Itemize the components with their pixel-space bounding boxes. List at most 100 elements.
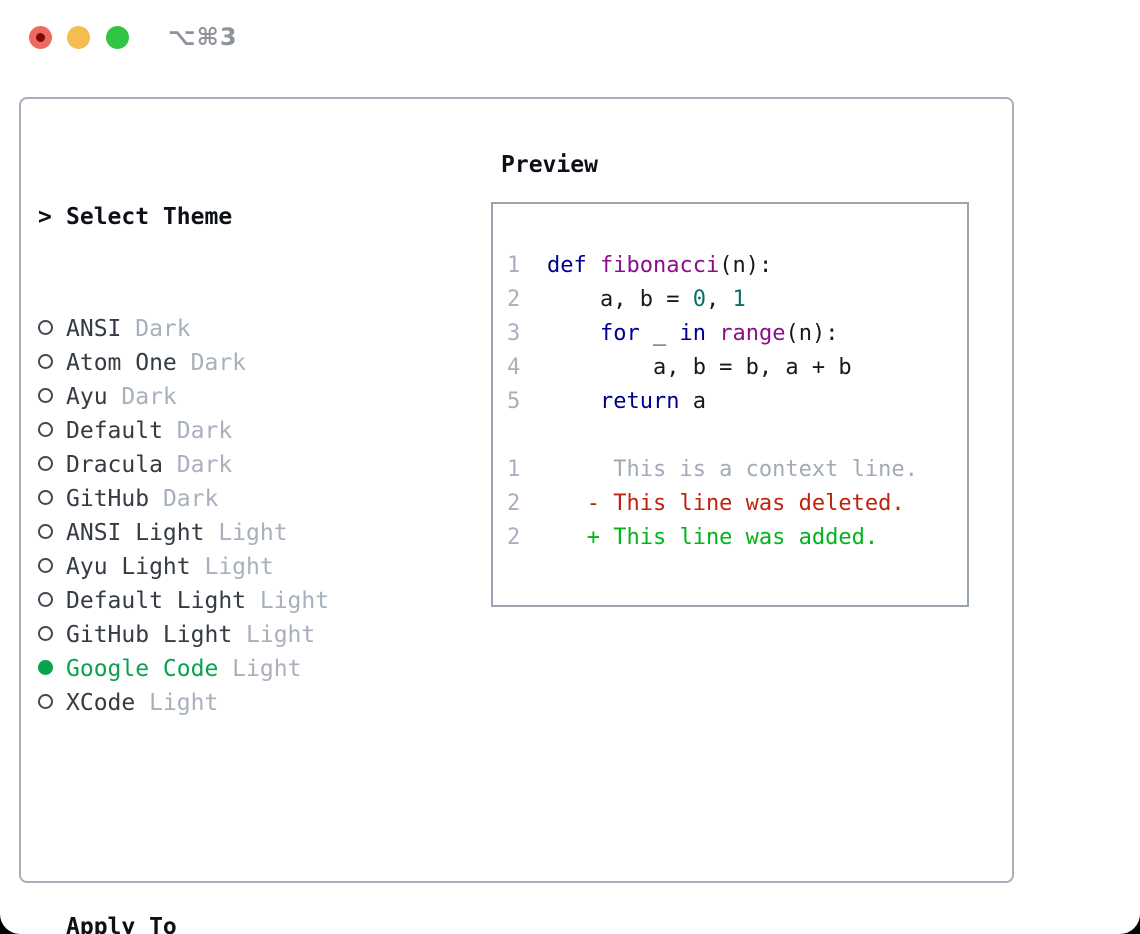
theme-variant: Light [246, 588, 330, 614]
theme-option-ansi-dark[interactable]: ANSI Dark [38, 312, 426, 346]
preview-heading-row: Preview [501, 148, 598, 182]
zoom-button[interactable] [106, 26, 129, 49]
code-segment-pln [547, 389, 600, 414]
outline-circle-icon [38, 354, 53, 369]
code-segment-del: - This line was deleted. [547, 491, 905, 516]
theme-option-xcode-light[interactable]: XCode Light [38, 686, 426, 720]
filled-circle-icon [38, 660, 53, 675]
code-segment-lit: 0 [692, 287, 706, 312]
theme-variant: Dark [107, 384, 177, 410]
code-line: 1 def fibonacci(n): [507, 249, 967, 283]
theme-name: Default [66, 418, 163, 444]
line-number: 1 [507, 457, 521, 482]
code-segment-kwd: def [547, 253, 587, 278]
theme-name: ANSI Light [66, 520, 205, 546]
theme-variant: Light [204, 520, 288, 546]
outline-circle-icon [38, 456, 53, 471]
theme-variant: Dark [121, 316, 191, 342]
code-segment-pln: _ [639, 321, 680, 346]
code-segment-add: + This line was added. [547, 525, 879, 550]
theme-option-ayu-light-light[interactable]: Ayu Light Light [38, 550, 426, 584]
theme-name: Ayu Light [66, 554, 191, 580]
code-segment-pln: (n): [719, 253, 773, 278]
diff-line: 2 + This line was added. [507, 521, 967, 555]
code-segment-pln [587, 253, 600, 278]
outline-circle-icon [38, 320, 53, 335]
radio-icon [38, 312, 66, 346]
theme-variant: Light [218, 656, 302, 682]
diff-line: 1 This is a context line. [507, 453, 967, 487]
code-segment-pln: , [705, 287, 733, 312]
theme-option-atom-one-dark[interactable]: Atom One Dark [38, 346, 426, 380]
theme-option-default-dark[interactable]: Default Dark [38, 414, 426, 448]
theme-option-ansi-light-light[interactable]: ANSI Light Light [38, 516, 426, 550]
diff-line: 2 - This line was deleted. [507, 487, 967, 521]
theme-name: ANSI [66, 316, 122, 342]
theme-name: GitHub [66, 486, 150, 512]
line-number: 2 [507, 491, 521, 516]
theme-variant: Dark [162, 418, 233, 444]
code-line: 4 a, b = b, a + b [507, 351, 967, 385]
line-number: 3 [507, 321, 521, 346]
code-segment-ctx: This is a context line. [547, 457, 918, 482]
radio-icon [38, 686, 66, 720]
line-number: 4 [507, 355, 521, 380]
radio-icon [38, 618, 66, 652]
close-button[interactable] [29, 26, 52, 49]
preview-heading: Preview [501, 152, 598, 178]
theme-option-google-code-light[interactable]: Google Code Light [38, 652, 426, 686]
select-theme-heading-row: > Select Theme [38, 200, 426, 234]
selected-radio-icon [38, 652, 66, 686]
outline-circle-icon [38, 422, 53, 437]
theme-option-default-light-light[interactable]: Default Light Light [38, 584, 426, 618]
select-theme-heading: Select Theme [66, 204, 233, 230]
line-number: 2 [507, 525, 521, 550]
code-segment-pln [706, 321, 719, 346]
code-segment-pln: a [679, 389, 706, 414]
theme-name: Default Light [66, 588, 247, 614]
theme-option-dracula-dark[interactable]: Dracula Dark [38, 448, 426, 482]
apply-to-heading: Apply To [66, 914, 177, 934]
theme-name: Ayu [66, 384, 108, 410]
line-number: 1 [507, 253, 521, 278]
theme-variant: Light [190, 554, 274, 580]
code-segment-kwd: in [679, 321, 706, 346]
theme-name: Google Code [66, 656, 219, 682]
theme-name: GitHub Light [66, 622, 233, 648]
theme-option-ayu-dark[interactable]: Ayu Dark [38, 380, 426, 414]
theme-option-github-dark[interactable]: GitHub Dark [38, 482, 426, 516]
outline-circle-icon [38, 490, 53, 505]
code-segment-pln: a, b = [547, 287, 693, 312]
code-segment-pln [547, 321, 600, 346]
theme-variant: Dark [176, 350, 247, 376]
radio-icon [38, 516, 66, 550]
window-title-shortcut: ⌥⌘3 [168, 23, 238, 51]
focus-caret-icon: > [38, 204, 52, 230]
radio-icon [38, 414, 66, 448]
blank-line [507, 419, 967, 453]
radio-icon [38, 346, 66, 380]
radio-icon [38, 584, 66, 618]
code-segment-pln: (n): [785, 321, 839, 346]
code-segment-pln: a, b = b, a + b [547, 355, 852, 380]
code-line: 2 a, b = 0, 1 [507, 283, 967, 317]
theme-name: Atom One [66, 350, 177, 376]
unsaved-changes-dot-icon [36, 33, 45, 42]
outline-circle-icon [38, 694, 53, 709]
code-segment-typ: fibonacci [600, 253, 720, 278]
theme-option-github-light-light[interactable]: GitHub Light Light [38, 618, 426, 652]
line-number: 2 [507, 287, 521, 312]
apply-to-heading-row: Apply To [38, 910, 426, 934]
outline-circle-icon [38, 388, 53, 403]
theme-variant: Dark [162, 452, 233, 478]
theme-variant: Light [232, 622, 316, 648]
theme-name: Dracula [66, 452, 163, 478]
minimize-button[interactable] [67, 26, 90, 49]
code-line: 3 for _ in range(n): [507, 317, 967, 351]
